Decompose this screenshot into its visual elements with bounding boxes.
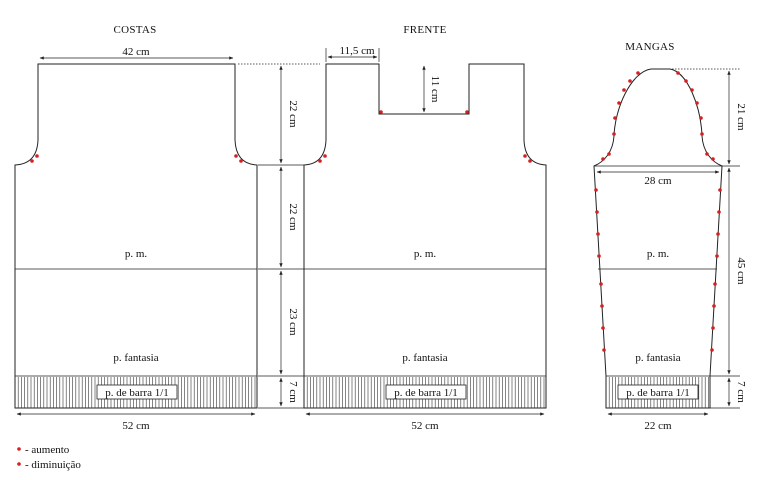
front-decrease-marker xyxy=(323,154,327,158)
sleeve-marker xyxy=(613,116,617,120)
title-sleeves: MANGAS xyxy=(625,41,674,53)
sleeve-marker xyxy=(715,254,719,258)
back-top-width-label: 42 cm xyxy=(122,46,150,58)
back-rib-label-box xyxy=(96,384,178,400)
sleeve-stitch-rib: p. de barra 1/1 xyxy=(626,387,690,399)
sleeve-marker xyxy=(711,326,715,330)
sleeve-stitch-lower: p. fantasia xyxy=(635,352,680,364)
back-stitch-lower: p. fantasia xyxy=(113,352,158,364)
body-upper-height-label: 22 cm xyxy=(287,203,299,231)
sleeve-marker xyxy=(594,188,598,192)
sleeve-marker xyxy=(601,326,605,330)
sleeve-marker xyxy=(676,71,680,75)
rib-height-label: 7 cm xyxy=(287,381,299,403)
sleeve-marker xyxy=(713,282,717,286)
sleeve-marker xyxy=(636,71,640,75)
back-decrease-marker xyxy=(35,154,39,158)
back-outline xyxy=(14,63,258,409)
front-shoulder-width-label: 11,5 cm xyxy=(339,45,374,57)
sleeve-piece: 21 cm 45 cm 7 cm 28 cm p. m. p. fantasia… xyxy=(593,68,747,432)
sleeve-stitch-upper: p. m. xyxy=(647,248,670,260)
sleeve-marker xyxy=(602,348,606,352)
sleeve-shaping-markers xyxy=(594,71,722,352)
front-decrease-marker xyxy=(523,154,527,158)
title-front: FRENTE xyxy=(403,24,446,36)
sleeve-cap-height-label: 21 cm xyxy=(735,103,747,131)
front-decrease-marker xyxy=(528,159,532,163)
front-outline xyxy=(303,63,547,409)
sleeve-marker xyxy=(600,304,604,308)
front-stitch-lower: p. fantasia xyxy=(402,352,447,364)
back-stitch-rib: p. de barra 1/1 xyxy=(105,387,169,399)
sleeve-marker xyxy=(599,282,603,286)
back-rib-stripes xyxy=(17,377,256,408)
sleeve-rib-label-box xyxy=(617,384,699,400)
front-neck-depth-label: 11 cm xyxy=(429,76,441,103)
sleeve-marker xyxy=(597,254,601,258)
back-decrease-marker xyxy=(239,159,243,163)
front-decrease-marker xyxy=(318,159,322,163)
sleeve-marker xyxy=(718,188,722,192)
body-lower-height-label: 23 cm xyxy=(287,308,299,336)
back-piece: 42 cm p. m. p. fantasia p. de barra 1/1 … xyxy=(14,46,258,432)
armhole-height-label: 22 cm xyxy=(287,100,299,128)
legend-increase-label: - aumento xyxy=(25,444,70,456)
back-bottom-width-label: 52 cm xyxy=(122,420,150,432)
sleeve-marker xyxy=(700,132,704,136)
sleeve-marker xyxy=(716,232,720,236)
sleeve-body-height-label: 45 cm xyxy=(735,257,747,285)
front-stitch-rib: p. de barra 1/1 xyxy=(394,387,458,399)
sleeve-marker xyxy=(622,88,626,92)
sleeve-upper-width-label: 28 cm xyxy=(644,175,672,187)
sleeve-marker xyxy=(684,79,688,83)
sleeve-marker xyxy=(595,210,599,214)
back-decrease-marker xyxy=(234,154,238,158)
front-bottom-width-label: 52 cm xyxy=(411,420,439,432)
front-neck-marker xyxy=(465,110,469,114)
sleeve-marker xyxy=(710,348,714,352)
sleeve-marker xyxy=(617,101,621,105)
back-stitch-upper: p. m. xyxy=(125,248,148,260)
body-height-dimensions: 22 cm 22 cm 23 cm 7 cm xyxy=(238,63,320,409)
sleeve-marker xyxy=(607,152,611,156)
front-stitch-upper: p. m. xyxy=(414,248,437,260)
sleeve-marker xyxy=(711,157,715,161)
sleeve-marker xyxy=(596,232,600,236)
legend: - aumento - diminuição xyxy=(17,444,81,471)
legend-decrease-label: - diminuição xyxy=(25,459,81,471)
sleeve-marker xyxy=(695,101,699,105)
legend-increase-marker xyxy=(17,447,21,451)
sleeve-marker xyxy=(699,116,703,120)
sleeve-marker xyxy=(717,210,721,214)
sleeve-marker xyxy=(601,157,605,161)
sleeve-rib-height-label: 7 cm xyxy=(735,381,747,403)
sleeve-marker xyxy=(612,132,616,136)
front-piece: 11,5 cm 11 cm p. m. p. fantasia p. de ba… xyxy=(303,45,547,432)
front-markers xyxy=(318,110,532,163)
sleeve-marker xyxy=(628,79,632,83)
sleeve-marker xyxy=(705,152,709,156)
back-decrease-marker xyxy=(30,159,34,163)
title-back: COSTAS xyxy=(113,24,156,36)
sleeve-marker xyxy=(690,88,694,92)
front-neck-marker xyxy=(379,110,383,114)
legend-decrease-marker xyxy=(17,462,21,466)
back-armhole-markers xyxy=(30,154,243,163)
sleeve-bottom-width-label: 22 cm xyxy=(644,420,672,432)
sleeve-marker xyxy=(712,304,716,308)
front-rib-label-box xyxy=(385,384,467,400)
